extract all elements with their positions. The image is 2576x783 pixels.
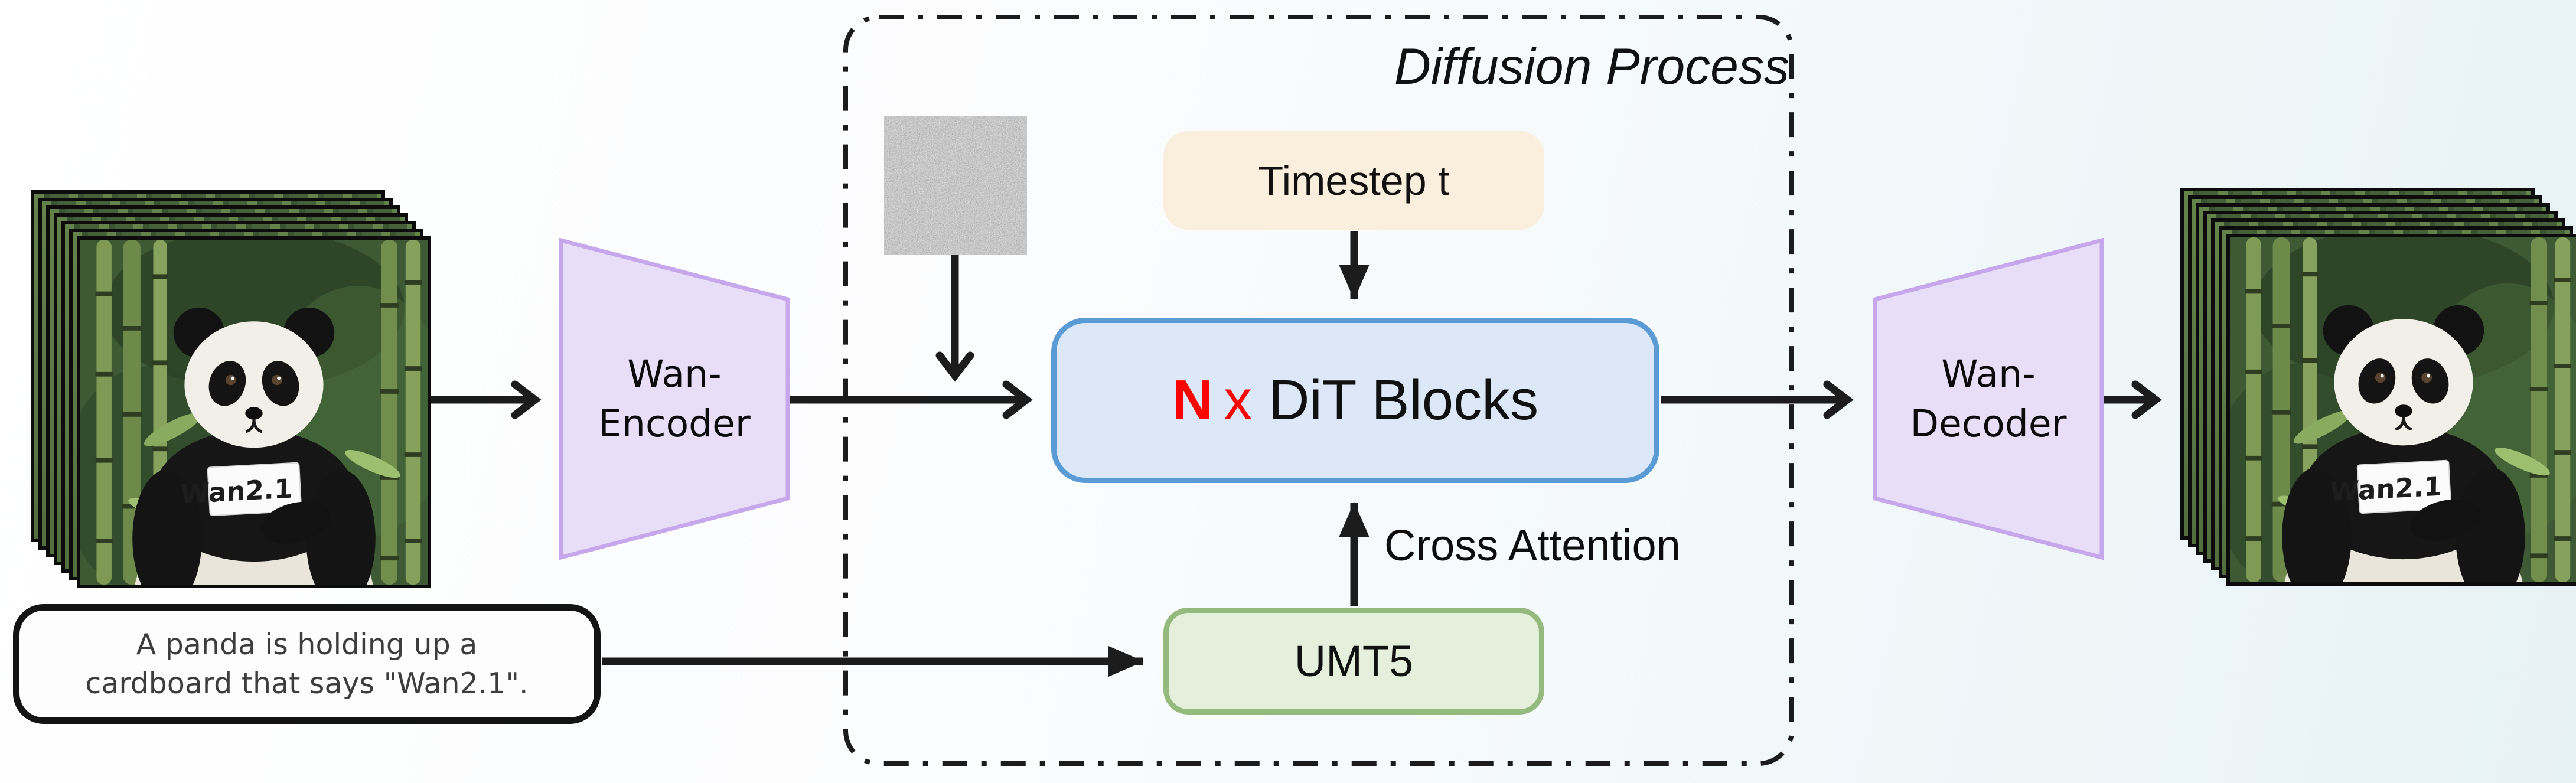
dit-label: DiT Blocks [1269, 368, 1539, 432]
dit-blocks-box: N x DiT Blocks [1051, 318, 1659, 483]
input-video-frames: Wan2.1 [31, 190, 432, 598]
timestep-box: Timestep t [1163, 131, 1544, 230]
arrows [417, 231, 2162, 677]
timestep-label: Timestep t [1258, 157, 1450, 204]
output-video-frames: Wan2.1 [2180, 188, 2576, 595]
cross-attention-label: Cross Attention [1384, 521, 1681, 570]
wan-encoder: Wan- Encoder [559, 238, 790, 560]
encoder-label-line2: Encoder [598, 402, 751, 445]
decoder-label-line2: Decoder [1910, 402, 2067, 445]
decoder-label-line1: Wan- [1941, 352, 2036, 396]
umt5-label: UMT5 [1294, 637, 1414, 686]
prompt-line2: cardboard that says "Wan2.1". [85, 666, 529, 700]
diffusion-process-title: Diffusion Process [1394, 38, 1789, 95]
noise-image [884, 116, 1027, 255]
prompt-box: A panda is holding up a cardboard that s… [13, 604, 601, 724]
dit-times-symbol: x [1224, 368, 1253, 432]
decoder-trapezoid-shape [1873, 238, 2104, 560]
panda-illustration: Wan2.1 [132, 307, 376, 585]
bamboo-right [345, 240, 422, 585]
panda-sign-text: Wan2.1 [180, 473, 293, 510]
wan-decoder: Wan- Decoder [1873, 238, 2104, 560]
encoder-trapezoid-shape [559, 238, 790, 560]
prompt-line1: A panda is holding up a [136, 627, 478, 661]
dit-n-count: N [1172, 368, 1214, 432]
encoder-label-line1: Wan- [627, 352, 722, 396]
panda-sign-text: Wan2.1 [2330, 471, 2443, 508]
umt5-box: UMT5 [1163, 608, 1544, 715]
diffusion-dashed-box [843, 15, 1794, 766]
video-frame-front: Wan2.1 [2226, 234, 2576, 586]
diffusion-region-border [843, 15, 1794, 766]
video-frame-front: Wan2.1 [77, 236, 431, 588]
